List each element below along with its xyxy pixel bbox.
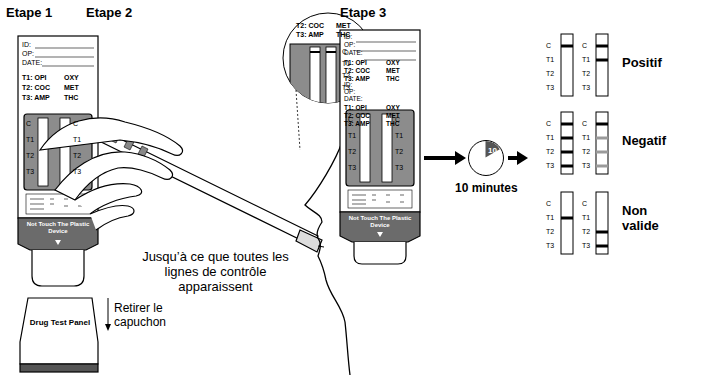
label-text: T1 (348, 132, 356, 140)
label-text: Drug Test Panel (28, 318, 92, 327)
node-text: Positif (622, 56, 662, 71)
hand (40, 118, 182, 230)
label-text: T2 (546, 148, 554, 156)
node-text: OP: (344, 41, 355, 48)
label-text: T2: COC (22, 84, 50, 92)
label-text: T1 (582, 214, 590, 222)
label-text: T1 (26, 136, 34, 144)
label-text: C (73, 120, 78, 128)
label-text: Not Touch The Plastic Device (344, 215, 416, 229)
label-text: T3 (582, 162, 590, 170)
label-text: OP: (344, 88, 355, 95)
label-text: T1: OPI (22, 74, 47, 82)
label-text: DATE: (22, 59, 42, 67)
label-text: T1 (73, 136, 81, 144)
remove-arrow (108, 298, 109, 328)
label-text: T1 (582, 134, 590, 142)
node-text: ID: (344, 33, 352, 40)
label-text: Not Touch The Plastic Device (22, 221, 94, 235)
test-cassette (18, 36, 98, 286)
node-text: MET (386, 67, 400, 74)
label-text: T2 (582, 148, 590, 156)
node-text: DATE: (344, 49, 363, 56)
label-text: T1 (395, 132, 403, 140)
label-text: C (582, 42, 587, 50)
label-text: Etape 3 (340, 6, 386, 21)
label-text: OXY (386, 104, 400, 111)
label-text: C (395, 116, 400, 124)
label-text: C (582, 120, 587, 128)
label-text: C (546, 42, 551, 50)
label-text: T3 (546, 84, 554, 92)
timer-clock: 10 (468, 140, 504, 176)
node-text: T3: AMP (344, 75, 370, 82)
label-text: Etape 1 (6, 6, 52, 21)
node-text: Negatif (622, 134, 666, 149)
label-text: Jusqu’à ce que toutes les lignes de cont… (138, 250, 293, 295)
clock-wedge (469, 141, 502, 174)
label-text: ID: (344, 81, 352, 88)
label-text: T2 (395, 148, 403, 156)
result-group: PositifNegatifNon valide (530, 28, 705, 260)
cap (20, 298, 98, 372)
label-text: T3: AMP (22, 94, 50, 102)
label-text: T3 (26, 168, 34, 176)
label-text: ID: (22, 41, 31, 49)
label-text: T2 (582, 70, 590, 78)
label-text: T2 (26, 152, 34, 160)
label-text: T3: AMP (344, 120, 370, 127)
label-text: THC (64, 94, 78, 102)
label-text: T1: OPI (344, 104, 367, 111)
label-text: MET (64, 84, 79, 92)
label-text: C (546, 200, 551, 208)
label-text: C (26, 120, 31, 128)
node-text: Non valide (622, 204, 672, 234)
label-text: T2 (348, 148, 356, 156)
label-text: T1 (546, 134, 554, 142)
remove-arrow-head (105, 324, 111, 331)
label-text: C (582, 200, 587, 208)
label-text: T3: AMP (296, 31, 324, 39)
node-text: THC (386, 75, 399, 82)
node-text: 10 (488, 146, 497, 155)
node-text: T1: OPI (344, 59, 367, 66)
node-text: OXY (386, 59, 400, 66)
label-text: T1 (546, 214, 554, 222)
flow-arrow (508, 151, 528, 165)
test-cassette (340, 30, 420, 264)
label-text: T3 (348, 164, 356, 172)
label-text: T1 (546, 56, 554, 64)
label-text: T1 (582, 56, 590, 64)
label-text: T3 (395, 164, 403, 172)
label-text: OXY (64, 74, 79, 82)
flow-arrow (424, 151, 466, 165)
node-text: T2: COC (344, 67, 370, 74)
label-text: Retirer le capuchon (114, 302, 194, 330)
label-text: T2 (73, 152, 81, 160)
label-text: T2: COC (344, 112, 370, 119)
label-text: C (546, 120, 551, 128)
label-text: T2 (546, 228, 554, 236)
label-text: T3 (73, 168, 81, 176)
label-text: OP: (22, 50, 34, 58)
result-strips (561, 34, 608, 254)
label-text: Etape 2 (86, 6, 132, 21)
label-text: T2: COC (296, 22, 324, 30)
label-text: T2 (582, 228, 590, 236)
label-text: C (348, 116, 353, 124)
test-cassette-node: ID:OP:DATE:T1: OPIOXYT2: COCMETT3: AMPTH… (340, 30, 420, 262)
label-text: T3 (546, 162, 554, 170)
label-text: T3 (582, 242, 590, 250)
label-text: T2 (546, 70, 554, 78)
label-text: T3 (546, 242, 554, 250)
label-text: T3 (582, 84, 590, 92)
label-text: 10 minutes (455, 182, 518, 196)
label-text: MET (336, 22, 351, 30)
label-text: DATE: (344, 95, 363, 102)
